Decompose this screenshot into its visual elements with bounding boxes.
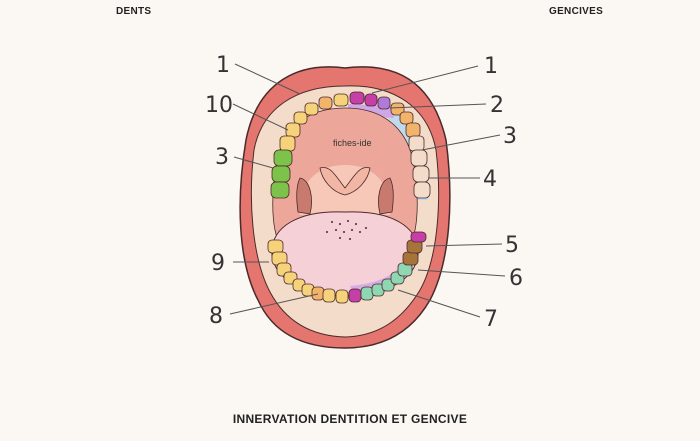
label-5: 5 — [505, 233, 519, 258]
label-10: 10 — [205, 93, 233, 118]
label-1-right: 1 — [484, 54, 498, 79]
label-8: 8 — [209, 304, 223, 329]
footer-title: INNERVATION DENTITION ET GENCIVE — [232, 412, 468, 426]
header-dents: DENTS — [116, 6, 152, 17]
tonsil-left — [296, 177, 312, 215]
watermark: fiches-ide — [333, 138, 372, 148]
label-4: 4 — [483, 167, 497, 192]
label-3-left: 3 — [215, 145, 229, 170]
label-3-right: 3 — [503, 124, 517, 149]
label-6: 6 — [509, 266, 523, 291]
tongue-dots — [326, 220, 367, 240]
uvula — [319, 167, 371, 196]
tonsil-right — [378, 177, 394, 215]
header-gencives: GENCIVES — [549, 6, 604, 17]
label-9: 9 — [211, 251, 225, 276]
lower-teeth — [267, 231, 427, 304]
tongue-purple-zone — [350, 248, 418, 296]
label-2: 2 — [490, 93, 504, 118]
leader-lines — [229, 63, 506, 318]
label-7: 7 — [484, 307, 498, 332]
label-1-left: 1 — [216, 53, 230, 78]
upper-teeth — [270, 91, 431, 199]
